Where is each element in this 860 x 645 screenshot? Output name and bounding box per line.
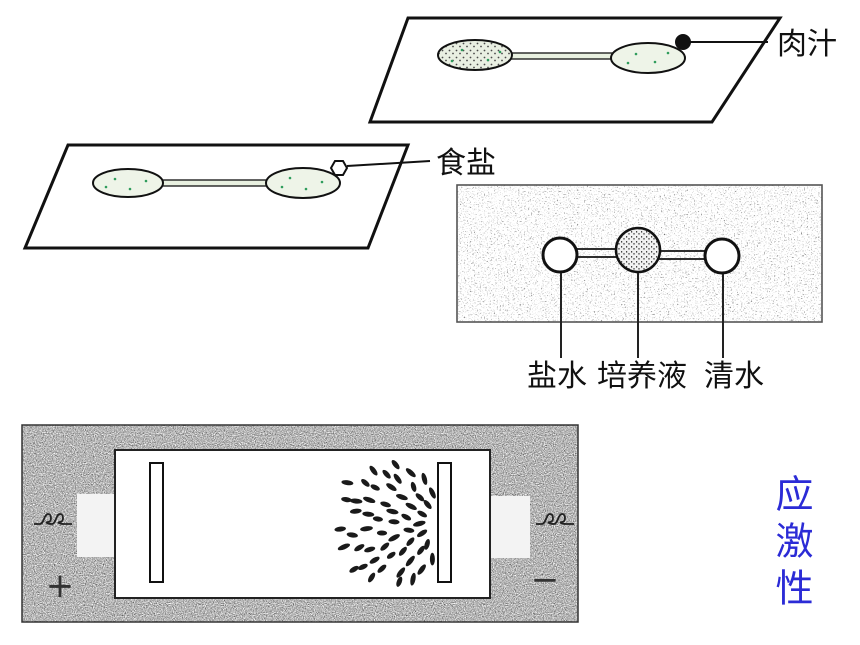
meat-juice-label: 肉汁 [777, 27, 837, 62]
negative-electrode [437, 462, 452, 583]
connecting-channel [160, 179, 270, 187]
organism [370, 484, 380, 491]
organism [337, 543, 350, 551]
organism [417, 545, 425, 555]
organism [341, 496, 352, 503]
electric-apparatus: + − [21, 424, 579, 623]
organism [380, 501, 391, 508]
apparatus-frame [21, 424, 579, 623]
meat-juice-slide: 肉汁 [367, 16, 837, 124]
negative-sign: − [531, 560, 560, 600]
organism [391, 459, 400, 470]
organism [401, 513, 412, 521]
three-drop-slide: 盐水 培养液 清水 [456, 184, 823, 394]
organism [415, 493, 425, 502]
organism [358, 563, 368, 571]
organism [363, 496, 376, 504]
organism [377, 564, 387, 573]
positive-electrode [149, 462, 164, 583]
organism [372, 516, 383, 522]
connecting-channel [576, 248, 706, 260]
organism [369, 556, 380, 564]
leader-lines [560, 273, 724, 358]
organism [388, 534, 400, 542]
salt-crystal [329, 160, 349, 176]
chamber [114, 449, 491, 599]
organism [376, 530, 388, 536]
culture-drop [437, 39, 513, 71]
leader-line [346, 160, 431, 167]
glass-slide [456, 184, 823, 323]
clear-water-drop [703, 237, 741, 275]
organism [410, 481, 417, 492]
organism [403, 527, 415, 533]
organism-dots [104, 176, 324, 191]
organism [421, 472, 428, 485]
left-wire-coil [34, 513, 72, 525]
organism [417, 564, 426, 575]
organism-cluster [334, 459, 436, 587]
organism [334, 526, 346, 532]
organism [349, 565, 359, 573]
organism [417, 510, 428, 518]
topic-title: 应激性 [769, 474, 813, 615]
organism [393, 473, 402, 484]
organism [367, 572, 376, 583]
organism [410, 572, 416, 586]
culture-medium-drop [614, 226, 662, 274]
clear-drop [610, 42, 686, 74]
organism [405, 468, 416, 478]
organism [369, 465, 378, 476]
organism [413, 520, 426, 527]
positive-sign: + [46, 566, 75, 606]
organism [360, 526, 373, 532]
organism [346, 532, 358, 538]
organism [428, 487, 436, 499]
organism [429, 552, 435, 566]
organism [362, 511, 375, 517]
organism [424, 538, 430, 550]
salt-water-label: 盐水 [527, 359, 587, 394]
organism [380, 542, 390, 551]
left-terminal [77, 494, 115, 557]
organism [406, 537, 415, 546]
right-wire-coil [536, 513, 574, 525]
organism [386, 483, 397, 492]
organism [386, 508, 399, 515]
organism [386, 551, 396, 559]
culture-medium-label: 培养液 [597, 359, 687, 394]
organism [364, 546, 376, 553]
glass-slide [22, 143, 411, 250]
organism [396, 567, 406, 578]
organism [398, 546, 407, 556]
salt-slide: 食盐 [22, 143, 496, 250]
glass-slide [367, 16, 783, 124]
organism [405, 555, 415, 567]
organism [417, 529, 428, 538]
salt-label: 食盐 [436, 146, 496, 181]
culture-drop [265, 167, 341, 199]
organism [349, 498, 363, 504]
organism [388, 519, 400, 525]
clear-water-label: 清水 [704, 359, 764, 394]
organism [396, 576, 403, 587]
organism [423, 500, 432, 509]
organism [354, 544, 365, 552]
organism [405, 502, 417, 510]
meat-juice-drop [675, 34, 691, 50]
organism-dots [450, 48, 670, 65]
organism [349, 508, 362, 514]
salt-water-drop [541, 236, 579, 274]
organism [396, 494, 408, 501]
culture-drop [92, 168, 164, 198]
organism [382, 469, 391, 479]
organism [361, 479, 370, 487]
connecting-channel [509, 52, 614, 60]
right-terminal [490, 496, 530, 558]
organism [341, 480, 354, 486]
